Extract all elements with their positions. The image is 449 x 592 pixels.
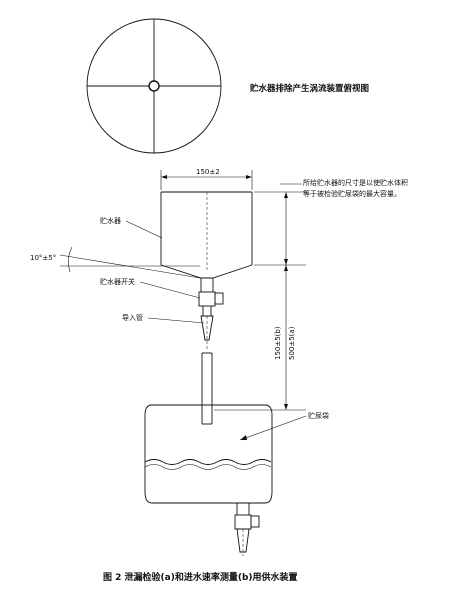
height-dimensions: 150±5(b) 500±5(a) [214,191,306,411]
h-arrow-mid-down [284,265,288,271]
bag-leader-arrow [240,435,247,440]
width-arrow-left [161,175,167,179]
upper-valve-handle [214,292,224,305]
angle-text: 10°±5° [30,254,56,262]
upper-valve [198,291,224,316]
height-dim-a: 500±5(a) [288,326,296,360]
reservoir-bottom [160,264,253,279]
lower-valve-handle [250,515,260,528]
lower-valve [234,503,260,556]
tube-label: 导入管 [122,313,143,322]
h-arrow-mid-up [284,259,288,265]
width-dim-text: 150±2 [196,168,220,176]
reservoir [160,191,253,292]
valve-label: 贮水器开关 [100,277,135,286]
valve-leader [139,281,201,299]
h-arrow-bottom [284,404,288,410]
tube-nozzle [200,315,214,341]
tube-leader [147,317,205,324]
reservoir-label: 贮水器 [100,216,121,225]
width-dimension: 150±2 [160,168,253,190]
angle-arc [68,246,73,273]
top-view-center-hub [148,80,160,92]
tube-connector [200,315,214,350]
width-arrow-right [246,175,252,179]
reservoir-leader [125,220,163,239]
note-line-2: 等于被检验贮尿袋的最大容量。 [303,189,401,198]
bag-leader [239,415,307,441]
note-line-1: 所给贮水器的尺寸是以使贮水体积 [303,178,408,187]
height-dim-b: 150±5(b) [274,326,282,360]
urine-bag [144,404,273,504]
bag-water-surface-2 [144,464,272,470]
top-view-title: 贮水器排除产生涡流装置俯视图 [249,83,369,94]
figure-caption: 图 2 泄漏检验(a)和进水速率测量(b)用供水装置 [103,571,298,583]
bag-outline [144,404,273,504]
top-view [86,18,222,154]
h-arrow-top [284,192,288,198]
bag-label: 贮尿袋 [308,411,329,420]
angle-slope-line [59,254,201,279]
upper-valve-body [198,291,216,307]
lower-valve-nozzle [236,528,250,553]
bag-water-surface-1 [144,459,272,465]
lower-valve-body [234,514,252,530]
angle-dimension: 10°±5° [30,246,201,279]
